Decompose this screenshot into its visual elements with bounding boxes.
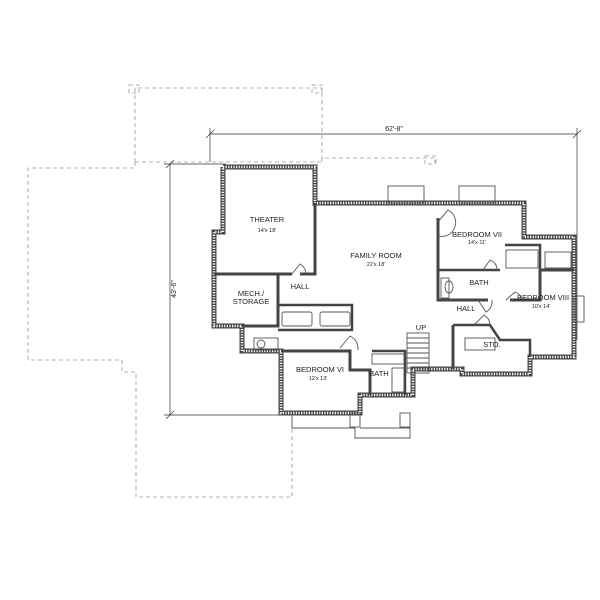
room-bedroom-vi-name: BEDROOM VI [296,365,344,374]
room-theater-name: THEATER [250,215,285,224]
depth-dimension: 43'-6" [164,159,290,420]
width-dimension: 62'-8" [205,126,582,340]
room-bath-south-name: BATH [369,369,388,378]
room-mech-name: MECH./ [238,289,265,298]
room-bedroom-vii-name: BEDROOM VII [452,230,502,239]
room-family-size: 22'x 18' [367,262,386,268]
stairs-up-label: UP [416,323,426,332]
room-bedroom-viii-name: BEDROOM VIII [517,293,569,302]
exterior-walls [211,164,577,416]
room-storage-east-name: STO. [483,340,500,349]
interior-walls [214,203,574,395]
room-hall-east-name: HALL [457,304,476,313]
depth-dimension-label: 43'-6" [171,280,178,298]
window-wells [291,185,585,439]
room-labels: THEATER 14'x 18' FAMILY ROOM 22'x 18' BE… [233,215,569,382]
room-bedroom-viii-size: 10'x 14' [532,304,551,310]
upper-level-outline [27,84,437,498]
room-family-name: FAMILY ROOM [350,251,401,260]
fixtures [253,249,572,393]
width-dimension-label: 62'-8" [385,126,403,133]
stairs [406,332,430,374]
room-bedroom-vi-size: 12'x 13' [309,376,328,382]
room-hall-west-name: HALL [291,282,310,291]
door-swings [291,209,523,351]
room-storage-name: STORAGE [233,297,270,306]
room-bath-east-name: BATH [469,278,488,287]
room-bedroom-vii-size: 14'x 11' [468,240,486,246]
room-theater-size: 14'x 18' [258,228,277,234]
